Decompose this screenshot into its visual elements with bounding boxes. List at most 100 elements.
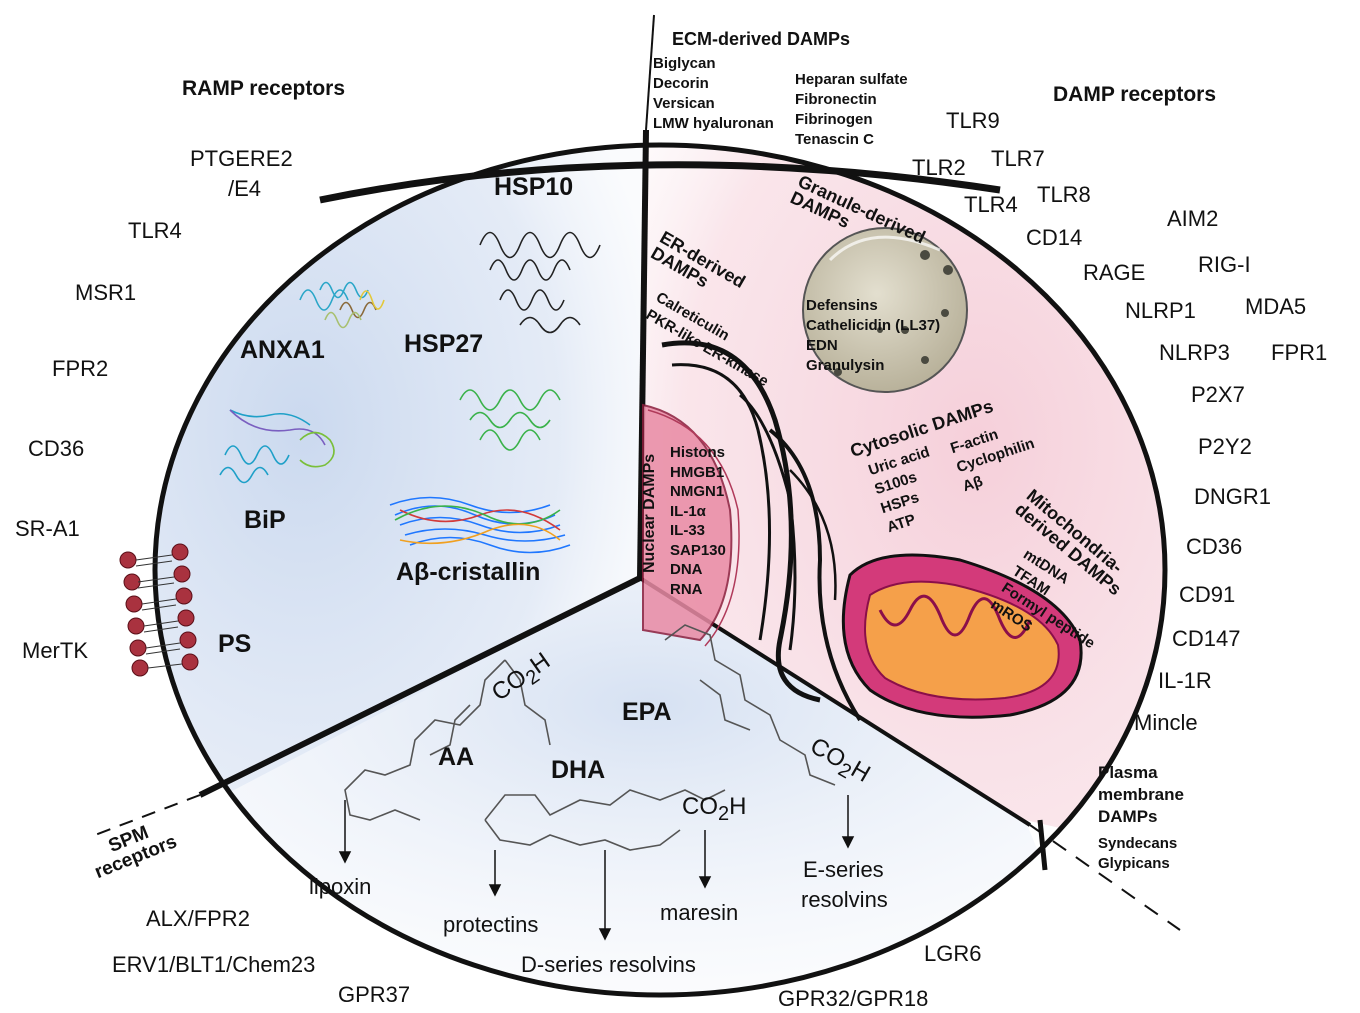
cell-outline [152, 142, 1168, 998]
ramp-receptor: TLR4 [128, 218, 182, 243]
ecm-item: Biglycan [653, 55, 716, 72]
nuclear-item: HMGB1 [670, 463, 725, 481]
ramp-receptor: MSR1 [75, 280, 137, 305]
mediator-resolvins: resolvins [801, 887, 888, 912]
fatty-acid-epa: EPA [622, 698, 672, 726]
spm-receptor: GPR37 [338, 982, 411, 1007]
nuclear-item: IL-33 [670, 522, 706, 539]
granule-items: Defensins Cathelicidin (LL37) EDN Granul… [806, 296, 940, 376]
damp-receptor: RAGE [1083, 260, 1146, 285]
formula-subscript: 2 [718, 802, 730, 825]
molecule-ps: PS [218, 630, 252, 658]
granule-item: Granulysin [806, 356, 885, 374]
damp-receptor: CD36 [1186, 534, 1243, 559]
spm-receptor: ALX/FPR2 [146, 906, 250, 931]
plasma-items: Syndecans Glypicans [1098, 834, 1177, 874]
damp-receptor: TLR7 [991, 146, 1045, 171]
ecm-item: Decorin [653, 74, 709, 92]
spm-receptor: LGR6 [924, 941, 982, 966]
damp-receptor: TLR8 [1037, 182, 1091, 207]
mediator-protectins: protectins [443, 912, 539, 937]
plasma-title: Plasma membrane DAMPs [1098, 762, 1184, 828]
molecule-hsp10: HSP10 [494, 173, 574, 201]
divider-left [198, 575, 642, 798]
plasma-item: Syndecans [1098, 835, 1178, 852]
bip-structure [219, 409, 311, 484]
ecm-col1: Biglycan Decorin Versican LMW hyaluronan [653, 54, 774, 134]
mediator-lipoxin: lipoxin [309, 874, 372, 899]
damp-receptor: RIG-I [1198, 252, 1251, 277]
dha-structure [484, 789, 726, 851]
granule-item: Defensins [806, 297, 878, 314]
ramp-receptor: FPR2 [52, 356, 109, 381]
hsp10-structure [479, 231, 601, 334]
nuclear-title: Nuclear DAMPs [641, 453, 658, 573]
lipid-bilayer-icon [119, 543, 199, 677]
mediator-arrows [338, 795, 855, 941]
spm-line [94, 794, 201, 836]
nucleus-icon [642, 403, 740, 647]
er-icon [661, 340, 862, 722]
mediator-d-series-resolvins: D-series resolvins [521, 952, 696, 977]
formula-part: H [729, 793, 747, 820]
ramp-receptor: SR-A1 [15, 516, 80, 541]
fatty-acid-aa: AA [438, 743, 475, 771]
ecm-item: Fibronectin [795, 90, 877, 108]
damp-receptor: FPR1 [1271, 340, 1328, 365]
damp-receptor: TLR9 [946, 108, 1000, 133]
damp-receptors-title: DAMP receptors [1053, 83, 1216, 106]
granule-item: Cathelicidin (LL37) [806, 316, 941, 334]
mediator-e-series: E-series [803, 857, 884, 882]
damp-receptor: TLR4 [964, 192, 1018, 217]
plasma-line [1029, 824, 1181, 931]
damp-receptor: CD147 [1172, 626, 1241, 651]
ecm-col2: Heparan sulfate Fibronectin Fibrinogen T… [795, 70, 908, 150]
ecm-item: Heparan sulfate [795, 71, 908, 88]
damp-receptor: NLRP1 [1125, 298, 1196, 323]
nuclear-item: DNA [670, 561, 703, 578]
molecule-anxa1: ANXA1 [240, 336, 325, 364]
damp-receptor: DNGR1 [1194, 484, 1272, 509]
granule-item: EDN [806, 336, 838, 354]
nuclear-item: RNA [670, 580, 703, 598]
damp-receptor: CD14 [1026, 225, 1083, 250]
membrane-top [319, 161, 1001, 204]
abeta-cristallin-structure [389, 496, 571, 554]
ecm-item: Fibrinogen [795, 110, 873, 128]
ramp-receptors-title: RAMP receptors [182, 77, 345, 100]
damp-receptor: NLRP3 [1159, 340, 1230, 365]
ramp-receptor: MerTK [22, 638, 88, 663]
plasma-title-line: membrane [1098, 785, 1184, 805]
damp-receptor: TLR2 [912, 155, 966, 180]
damp-receptor: P2X7 [1191, 382, 1245, 407]
plasma-title-line: Plasma [1098, 763, 1158, 782]
spm-receptor: GPR32/GPR18 [778, 986, 929, 1011]
plasma-item: Glypicans [1098, 854, 1170, 872]
ecm-title: ECM-derived DAMPs [672, 29, 851, 49]
ramp-receptor: PTGERE2 [190, 146, 293, 171]
formula-dha: CO2H [682, 795, 746, 824]
spm-receptor: ERV1/BLT1/Chem23 [112, 952, 316, 977]
granule-icon [802, 227, 968, 393]
fatty-acid-structures [344, 624, 836, 851]
molecule-abeta-cristallin: Aβ-cristallin [396, 558, 541, 586]
damp-receptor: MDA5 [1245, 294, 1307, 319]
protein-structures [219, 231, 601, 554]
damp-receptor: P2Y2 [1198, 434, 1252, 459]
nuclear-item: IL-1α [670, 502, 706, 520]
plasma-tick [1037, 819, 1048, 871]
nuclear-item: NMGN1 [670, 483, 725, 500]
ecm-item: Tenascin C [795, 130, 874, 148]
damp-receptor: Mincle [1134, 710, 1198, 735]
fatty-acid-dha: DHA [551, 756, 606, 784]
ramp-receptor: CD36 [28, 436, 85, 461]
mediator-maresin: maresin [660, 900, 739, 925]
plasma-title-line: DAMPs [1098, 807, 1158, 827]
anxa1-structure [299, 281, 369, 311]
formula-part: CO [682, 793, 718, 820]
mitochondrion-icon [841, 553, 1083, 719]
damp-receptor: IL-1R [1158, 668, 1212, 693]
ecm-item: Versican [653, 94, 715, 112]
